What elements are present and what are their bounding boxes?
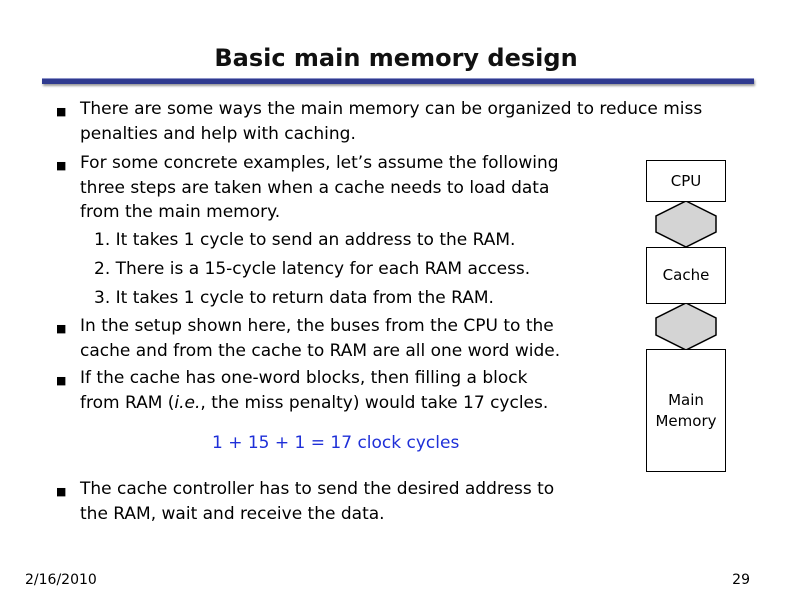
step-1: 1. It takes 1 cycle to send an address t…: [94, 228, 515, 253]
step-1-number: 1.: [94, 230, 111, 250]
cache-box: Cache: [646, 247, 726, 304]
bullet-2-line-1: For some concrete examples, let’s assume…: [80, 153, 559, 173]
title-underline-bar: [42, 78, 754, 84]
cpu-cache-bus-arrow: [655, 200, 717, 248]
step-3: 3. It takes 1 cycle to return data from …: [94, 286, 494, 311]
bullet-marker-3: ■: [56, 322, 67, 335]
cycle-formula: 1 + 15 + 1 = 17 clock cycles: [212, 433, 460, 453]
memory-label-line-2: Memory: [655, 411, 717, 430]
cpu-box: CPU: [646, 160, 726, 202]
bullet-4-line-1: If the cache has one-word blocks, then f…: [80, 368, 528, 388]
cache-memory-bus-arrow: [655, 302, 717, 351]
step-2-text: There is a 15-cycle latency for each RAM…: [115, 259, 531, 279]
bullet-4-line-2-tail: , the miss penalty) would take 17 cycles…: [200, 392, 549, 413]
bullet-marker-2: ■: [56, 159, 67, 172]
bullet-4-italic-ie: i.e.: [174, 392, 201, 413]
page-number: 29: [732, 572, 750, 588]
cpu-label: CPU: [670, 171, 702, 190]
footer-date: 2/16/2010: [25, 572, 97, 588]
bullet-marker-4: ■: [56, 374, 67, 387]
bullet-marker-1: ■: [56, 105, 67, 118]
bullet-5-line-1: The cache controller has to send the des…: [80, 479, 555, 499]
bullet-3-line-2: cache and from the cache to RAM are all …: [80, 340, 561, 361]
bullet-3-line-1: In the setup shown here, the buses from …: [80, 316, 554, 336]
bullet-1-line-1: There are some ways the main memory can …: [80, 99, 703, 119]
step-2: 2. There is a 15-cycle latency for each …: [94, 257, 530, 282]
bullet-2-line-2: three steps are taken when a cache needs…: [80, 177, 550, 198]
bullet-4-line-2-head: from RAM (: [80, 392, 175, 413]
bullet-4-line-2: from RAM (i.e., the miss penalty) would …: [80, 391, 548, 416]
bullet-5-line-2: the RAM, wait and receive the data.: [80, 503, 385, 524]
slide-title: Basic main memory design: [214, 44, 578, 72]
step-2-number: 2.: [94, 259, 111, 279]
step-1-text: It takes 1 cycle to send an address to t…: [115, 230, 516, 250]
bullet-2-line-3: from the main memory.: [80, 202, 281, 222]
cache-label: Cache: [662, 266, 710, 284]
bullet-marker-5: ■: [56, 485, 67, 498]
main-memory-box: Main Memory: [646, 349, 726, 472]
step-3-text: It takes 1 cycle to return data from the…: [115, 288, 494, 308]
memory-label-line-1: Main: [668, 390, 704, 409]
step-3-number: 3.: [94, 288, 111, 308]
bullet-1-line-2: penalties and help with caching.: [80, 123, 356, 144]
